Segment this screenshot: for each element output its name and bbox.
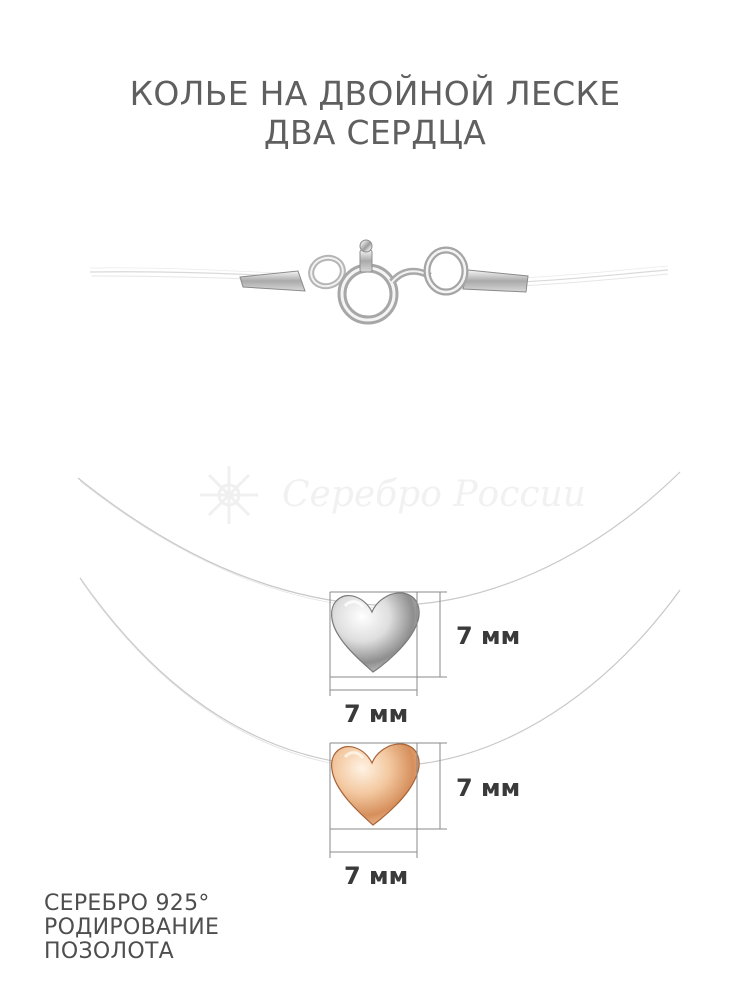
silver-dimension-guides <box>329 591 447 696</box>
material-rhodium: РОДИРОВАНИЕ <box>44 915 220 940</box>
silver-width-label: 7 мм <box>344 700 409 728</box>
material-gold-plating: ПОЗОЛОТА <box>44 939 175 964</box>
watermark-text: Серебро России <box>282 474 586 515</box>
gold-height-label: 7 мм <box>456 774 521 802</box>
silver-height-label: 7 мм <box>456 622 521 650</box>
silver-heart-pendant <box>331 592 420 673</box>
material-silver: СЕРЕБРО 925° <box>44 891 210 916</box>
product-title-line-2: ДВА СЕРДЦА <box>263 113 487 152</box>
gold-width-label: 7 мм <box>344 862 409 890</box>
product-title-line-1: КОЛЬЕ НА ДВОЙНОЙ ЛЕСКЕ <box>129 74 621 113</box>
product-title: КОЛЬЕ НА ДВОЙНОЙ ЛЕСКЕ ДВА СЕРДЦА <box>0 74 750 152</box>
gold-heart-pendant <box>331 743 420 826</box>
materials-list: СЕРЕБРО 925° РОДИРОВАНИЕ ПОЗОЛОТА <box>44 892 219 964</box>
necklace-clasp <box>89 239 669 325</box>
gold-dimension-guides <box>329 742 447 858</box>
watermark-snowflake-icon <box>200 466 258 524</box>
